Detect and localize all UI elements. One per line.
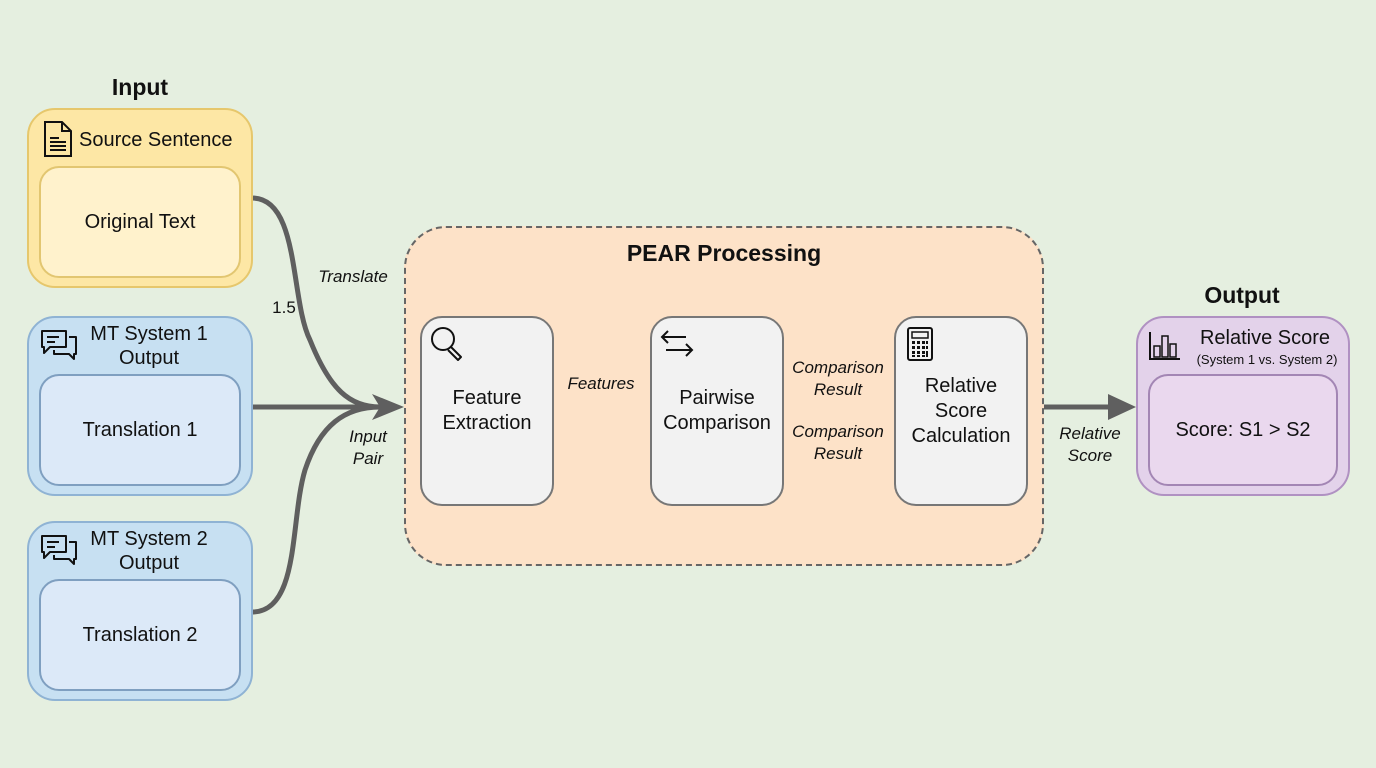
source-sentence-box: Source Sentence Original Text xyxy=(27,108,253,288)
edge-source-to-processing xyxy=(251,195,381,410)
relative-score-subheader: (System 1 vs. System 2) xyxy=(1196,352,1338,367)
input-pair-label-line1: Input xyxy=(349,427,387,446)
mt-system-2-header: MT System 2 Output xyxy=(79,527,219,575)
bar-chart-icon xyxy=(1149,332,1180,360)
relative-score-calculation-line3: Calculation xyxy=(911,424,1011,447)
pairwise-comparison-line1: Pairwise xyxy=(679,387,755,409)
relative-score-edge-line1: Relative xyxy=(1059,424,1121,443)
chat-bubbles-icon xyxy=(41,535,77,565)
mt-system-1-header-line1: MT System 1 xyxy=(90,323,208,345)
relative-score-calculation-node: Relative Score Calculation xyxy=(894,316,1028,506)
pairwise-comparison-node: Pairwise Comparison xyxy=(650,316,784,506)
document-icon xyxy=(44,121,72,157)
translation-2-node: Translation 2 xyxy=(39,579,241,691)
mt-system-2-box: MT System 2 Output Translation 2 xyxy=(27,521,253,701)
comparison-result-top-line1: Comparison xyxy=(792,358,884,377)
translate-label: Translate xyxy=(318,267,388,286)
calculator-icon xyxy=(907,327,933,361)
chat-bubbles-icon xyxy=(41,330,77,360)
weight-label: 1.5 xyxy=(272,298,296,317)
mt-system-2-header-line1: MT System 2 xyxy=(90,528,208,550)
comparison-result-top-line2: Result xyxy=(813,380,863,399)
features-label: Features xyxy=(567,374,635,393)
original-text-node: Original Text xyxy=(39,166,241,278)
relative-score-header: Relative Score xyxy=(1199,327,1331,349)
translation-1-node: Translation 1 xyxy=(39,374,241,486)
comparison-result-top-label: Comparison Result xyxy=(784,357,892,401)
pairwise-comparison-line2: Comparison xyxy=(663,412,771,434)
input-section-title: Input xyxy=(111,74,169,100)
relative-score-edge-label: Relative Score xyxy=(1050,423,1130,467)
magnifier-icon xyxy=(431,327,462,361)
mt-system-1-box: MT System 1 Output Translation 1 xyxy=(27,316,253,496)
arrowhead-input-merge xyxy=(372,394,404,420)
edge-system2-to-processing xyxy=(251,404,381,615)
pear-processing-title: PEAR Processing xyxy=(626,240,822,266)
mt-system-1-header-line2: Output xyxy=(118,347,180,369)
comparison-result-bottom-line1: Comparison xyxy=(792,422,884,441)
relative-score-calculation-line1: Relative xyxy=(924,374,998,397)
output-section-title: Output xyxy=(1204,282,1280,308)
swap-arrows-icon xyxy=(660,330,694,357)
source-sentence-header: Source Sentence xyxy=(79,129,233,151)
relative-score-box: Relative Score (System 1 vs. System 2) S… xyxy=(1136,316,1350,496)
arrowhead-relative-score xyxy=(1108,394,1136,420)
input-pair-label-line2: Pair xyxy=(352,449,384,468)
mt-system-1-header: MT System 1 Output xyxy=(79,322,219,370)
feature-extraction-node: Feature Extraction xyxy=(420,316,554,506)
score-result-node: Score: S1 > S2 xyxy=(1148,374,1338,486)
comparison-result-bottom-label: Comparison Result xyxy=(784,421,892,465)
relative-score-calculation-line2: Score xyxy=(934,399,988,422)
mt-system-2-header-line2: Output xyxy=(118,552,180,574)
feature-extraction-line1: Feature xyxy=(452,387,522,409)
relative-score-edge-line2: Score xyxy=(1067,446,1113,465)
comparison-result-bottom-line2: Result xyxy=(813,444,863,463)
feature-extraction-line2: Extraction xyxy=(442,412,532,434)
input-pair-label: Input Pair xyxy=(338,426,398,470)
